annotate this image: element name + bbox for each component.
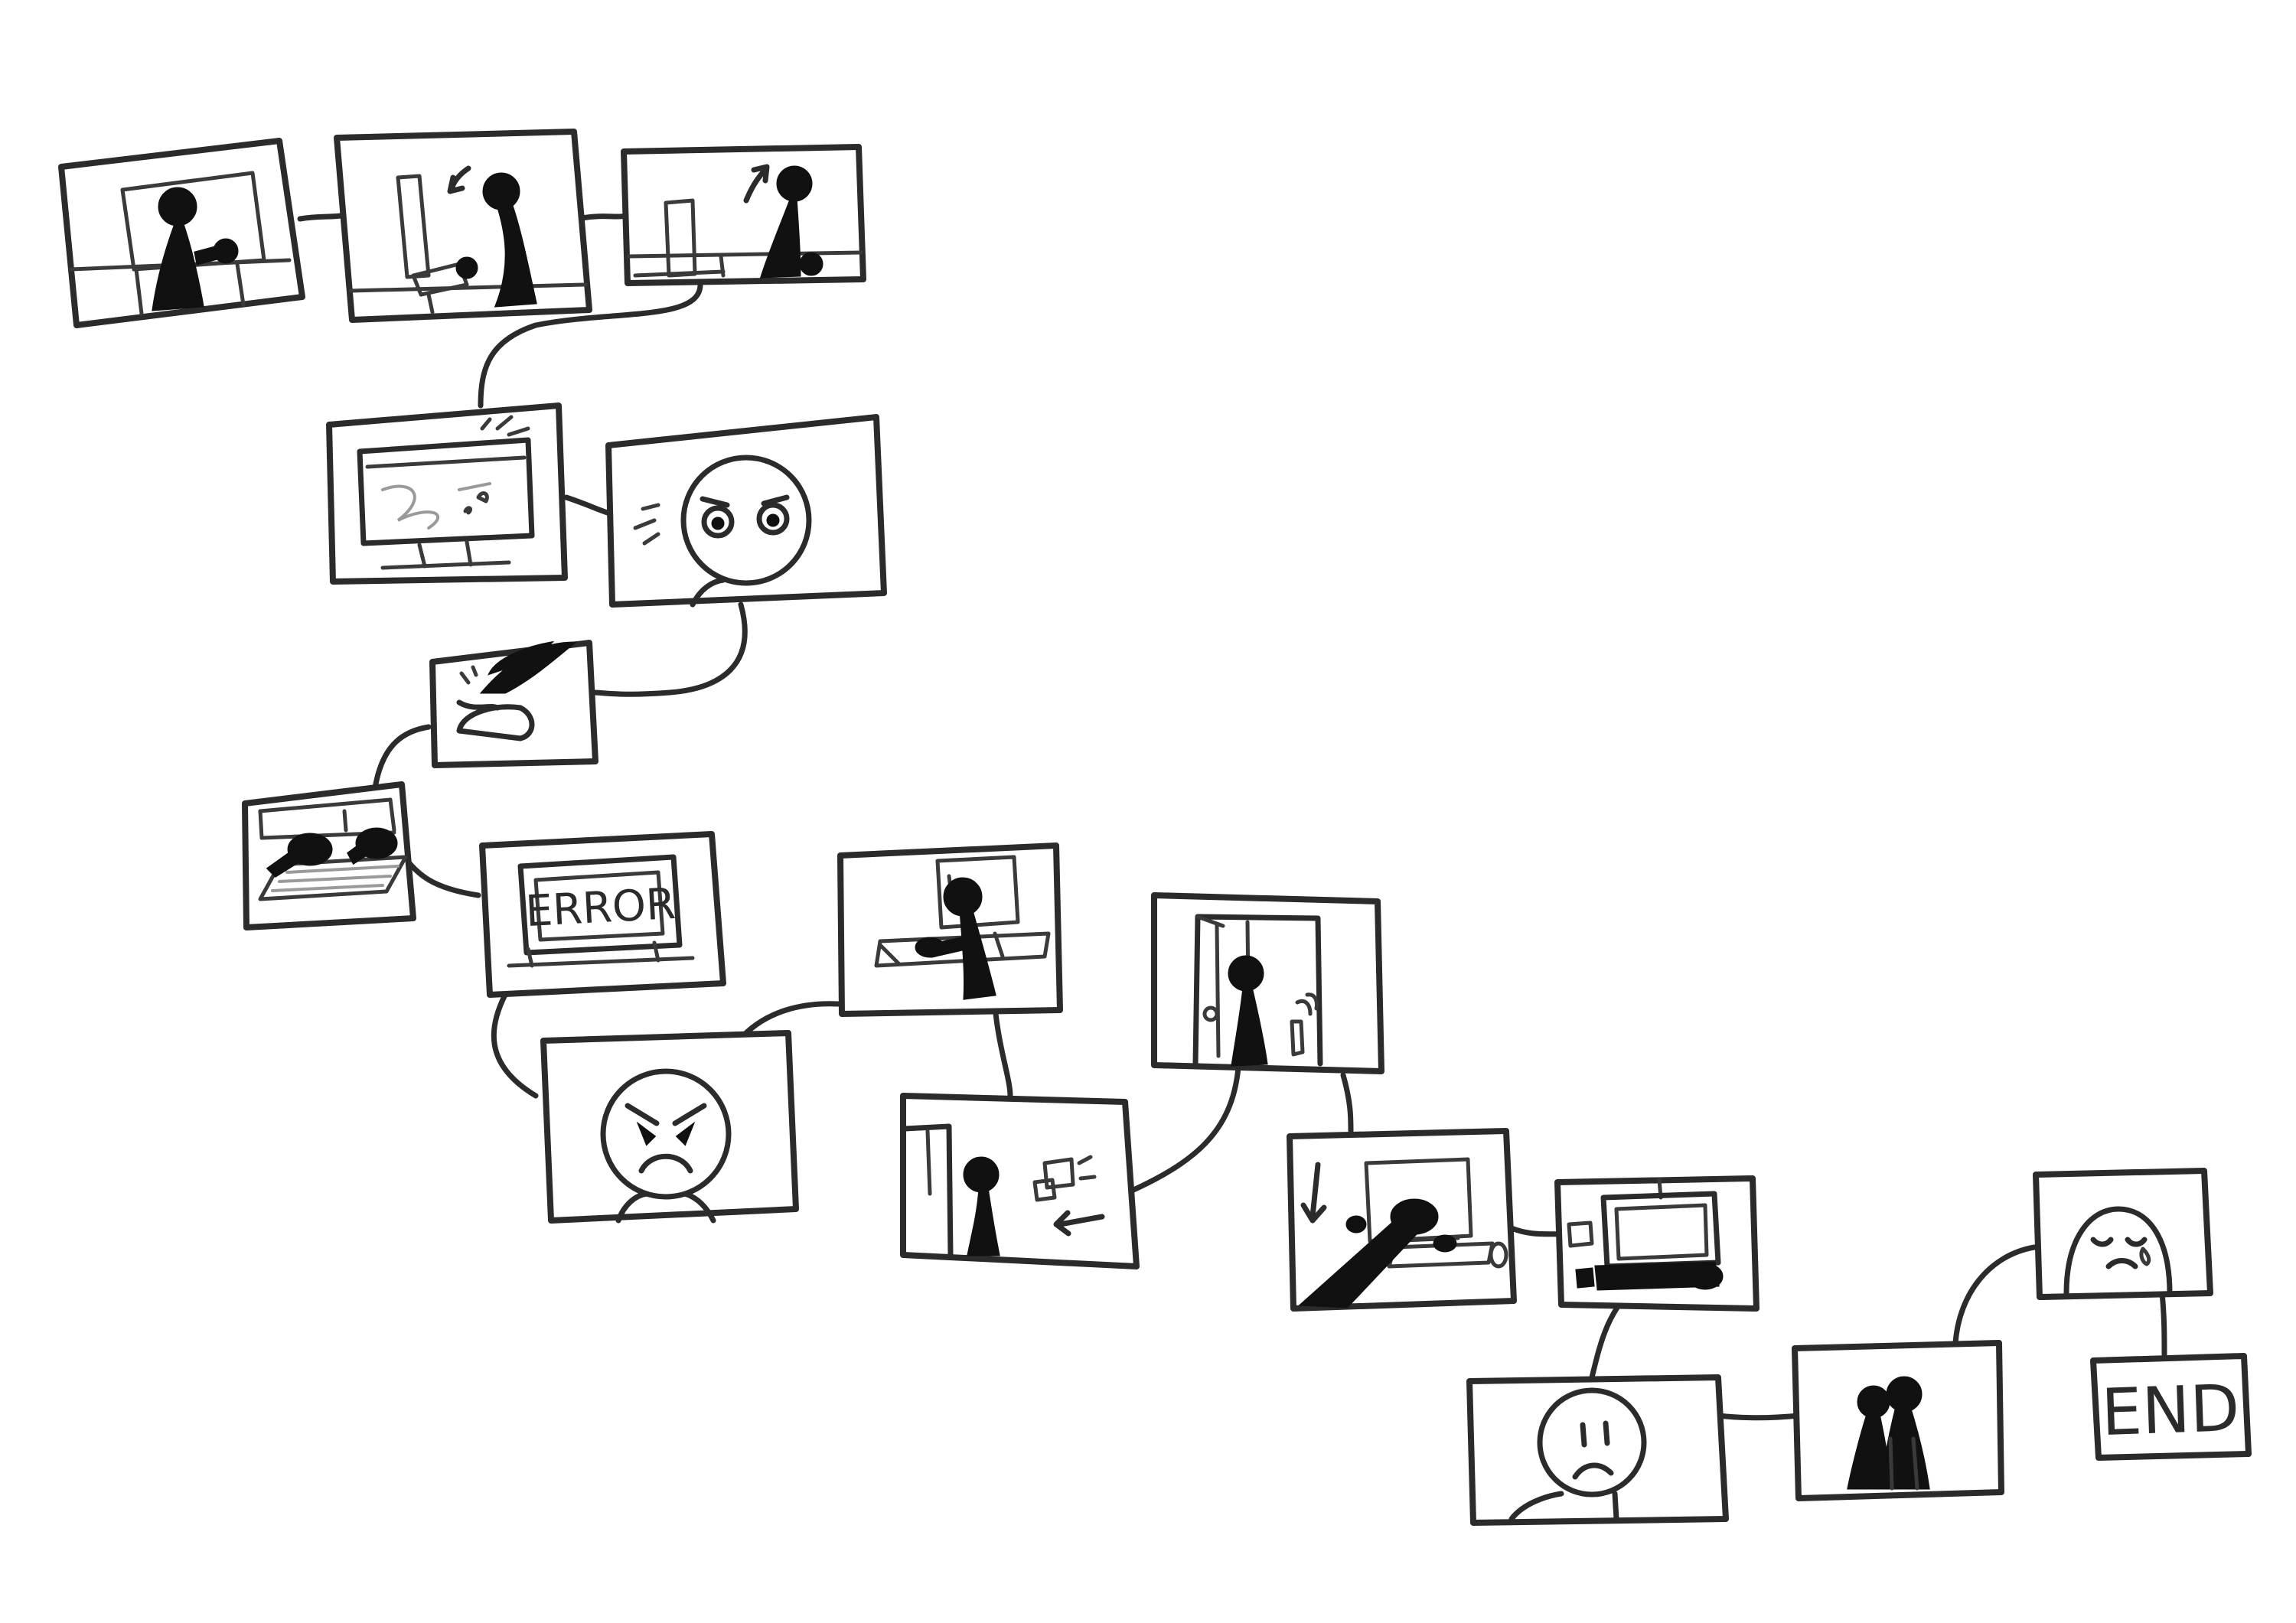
connector-3-4	[478, 282, 703, 409]
connector-11-12	[1122, 1064, 1241, 1197]
panel-16-two-people	[1792, 1340, 2004, 1501]
panel-3-person-standing	[621, 144, 866, 286]
connector-13-14	[1508, 1225, 1564, 1237]
connector-17-18	[2159, 1290, 2167, 1357]
panel-15-sad-face	[1466, 1374, 1729, 1526]
error-screen-text: ERROR	[524, 879, 677, 937]
connector-5-6	[590, 601, 748, 697]
panel-7-hands-on-keyboard	[242, 781, 416, 930]
connector-4-5	[563, 494, 615, 517]
connector-16-17	[1952, 1244, 2037, 1346]
connector-2-3	[579, 213, 631, 221]
panel-17-crying-face	[2033, 1168, 2213, 1300]
panel-2-person-turning	[334, 129, 592, 323]
connector-6-7	[372, 724, 432, 791]
panel-1-person-at-desk	[58, 138, 305, 328]
connector-10-11	[992, 1003, 1013, 1099]
panel-13-arm-reaching	[1287, 1128, 1517, 1312]
panel-11-angry-face	[540, 1030, 799, 1224]
connector-8-9	[491, 992, 539, 1099]
panel-18-end-card: END	[2090, 1353, 2252, 1461]
panel-4-glitching-monitor	[326, 402, 568, 585]
connector-7-8	[401, 854, 481, 898]
connectors	[297, 213, 2167, 1421]
panel-12-person-leaving	[900, 1093, 1140, 1269]
panel-9-person-at-computer	[837, 842, 1063, 1017]
connector-1-2	[297, 213, 344, 222]
end-text: END	[2100, 1370, 2241, 1450]
panel-6-hand-on-mouse	[429, 640, 598, 768]
panel-5-shocked-face	[605, 414, 887, 608]
connector-9-10	[735, 1001, 841, 1044]
panel-8-error-screen: ERROR	[479, 831, 726, 998]
panel-10-person-at-door	[1151, 892, 1384, 1074]
panel-14-computer-closeup	[1554, 1175, 1760, 1312]
connector-15-16	[1715, 1413, 1802, 1421]
connector-12-13	[1340, 1072, 1354, 1134]
